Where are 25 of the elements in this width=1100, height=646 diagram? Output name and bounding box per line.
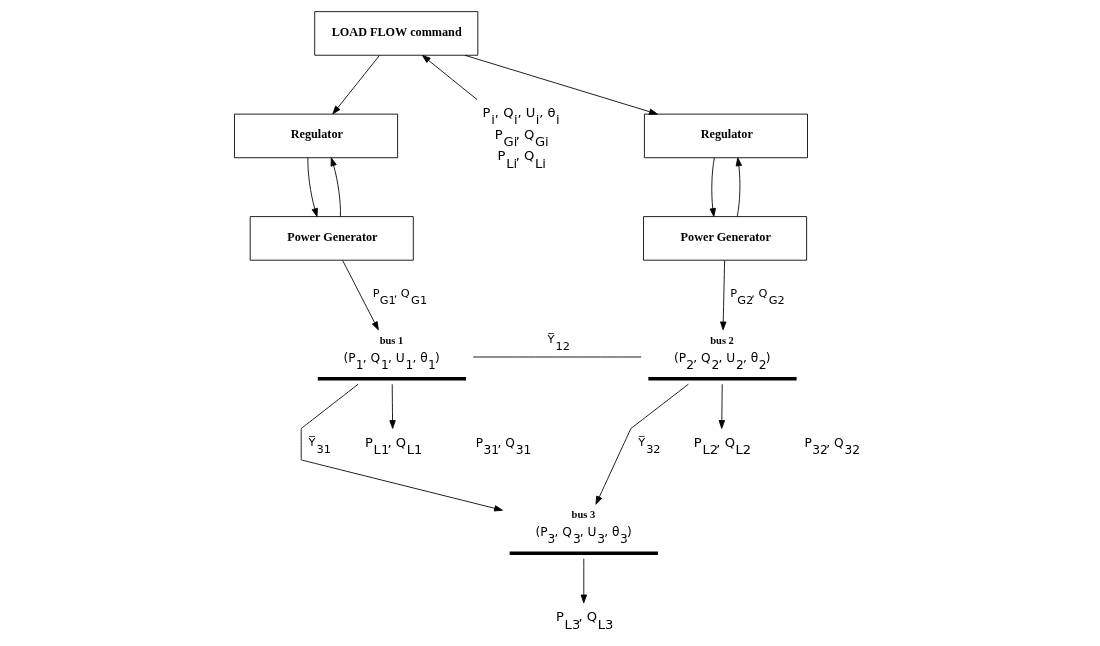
- arrow: [580, 558, 587, 604]
- node-box: [648, 377, 797, 381]
- node-box: LOAD FLOW command: [314, 11, 479, 56]
- node-box: Regulator: [643, 113, 808, 159]
- node-box: Power Generator: [643, 216, 808, 261]
- arrow: [389, 383, 396, 429]
- arrow: [300, 383, 503, 512]
- node-box: [317, 377, 467, 381]
- arrow: [330, 157, 341, 217]
- arrow: [718, 383, 725, 429]
- arrow: [464, 54, 658, 115]
- arrow: [720, 260, 727, 331]
- node-label: bus 2: [710, 334, 734, 346]
- arrow: [332, 55, 380, 115]
- node-label: bus 3: [571, 509, 596, 521]
- arrow: [595, 383, 689, 505]
- arrow: [307, 157, 318, 217]
- node-box: Regulator: [234, 113, 399, 159]
- node-box: Power Generator: [249, 216, 414, 261]
- node-label: bus 1: [379, 334, 404, 346]
- node-box: [509, 551, 658, 555]
- arrow: [422, 55, 478, 101]
- arrow: [709, 157, 716, 217]
- arrow: [342, 260, 379, 331]
- arrow: [735, 157, 742, 217]
